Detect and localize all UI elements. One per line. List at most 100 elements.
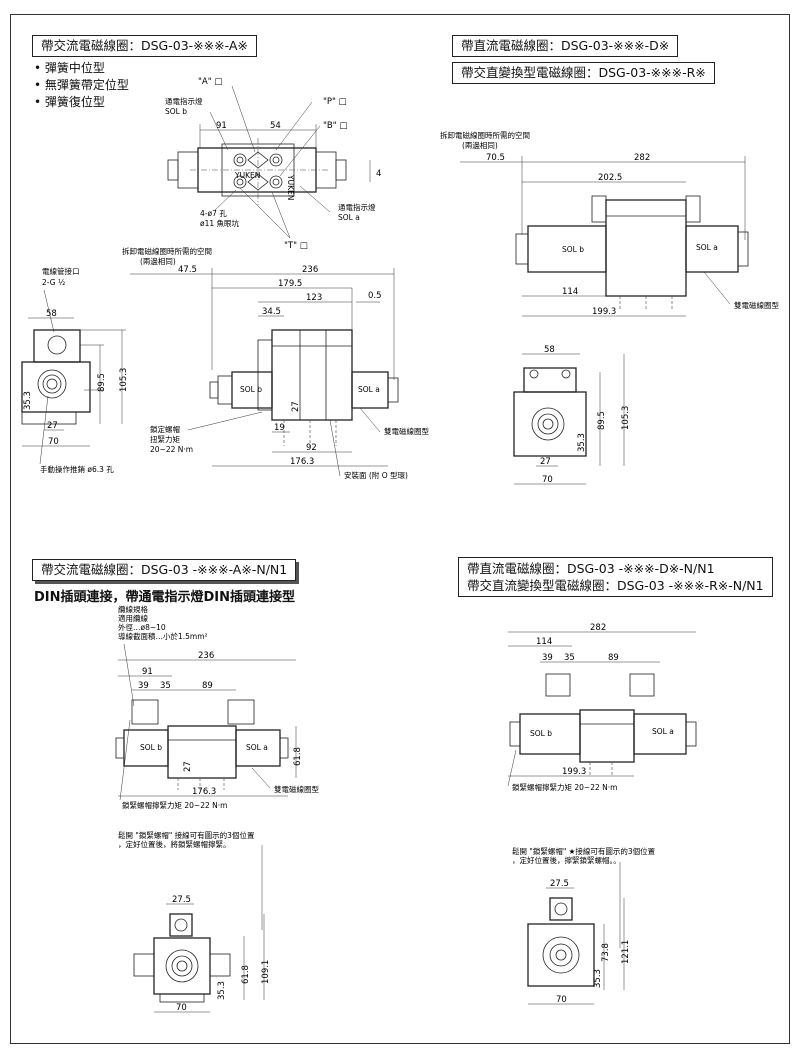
dim-34-5: 34.5 bbox=[262, 307, 281, 317]
dim-121-1: 121.1 bbox=[621, 940, 631, 964]
sol-a-label: SOL a bbox=[246, 743, 268, 752]
dim-89: 89 bbox=[608, 653, 619, 663]
header-acdc: 帶交直變換型電磁線圈：DSG-03-※※※-R※ bbox=[452, 62, 715, 84]
dc-front-view: 58 89.5 105.3 35.3 27 70 bbox=[513, 345, 631, 485]
dim-105-3: 105.3 bbox=[119, 368, 129, 392]
hole-label: 4-ø7 孔 bbox=[200, 209, 227, 218]
port-b-label: "B" □ bbox=[323, 121, 347, 131]
list-item: 彈簧中位型 bbox=[34, 60, 129, 77]
indicator-a-label: 通電指示燈 bbox=[338, 202, 376, 212]
dim-0-5: 0.5 bbox=[368, 291, 382, 301]
dim-27: 27 bbox=[183, 761, 193, 772]
coil-space-note: (兩邊相同) bbox=[140, 256, 176, 266]
spotface-label: ø11 魚眼坑 bbox=[200, 218, 240, 228]
cable-spec-label: 導線截面積…小於1.5mm² bbox=[118, 631, 208, 641]
port-t-label: "T" □ bbox=[284, 241, 308, 251]
dim-39: 39 bbox=[542, 653, 553, 663]
coil-space-label: 拆卸電磁線圈時所需的空間 bbox=[122, 246, 212, 256]
dim-27: 27 bbox=[540, 457, 551, 467]
position-note: ，定好位置後，擰緊鎖緊螺帽。。 bbox=[512, 855, 621, 865]
ac-din-front-view: 鬆開 "鎖緊螺帽" 接線可有圖示的3個位置 ，定好位置後，將鎖緊螺帽擰緊。 27… bbox=[118, 830, 271, 1013]
dim-70: 70 bbox=[48, 437, 59, 447]
dim-27-side: 27 bbox=[291, 401, 301, 412]
dim-39: 39 bbox=[138, 681, 149, 691]
header-dc: 帶直流電磁線圈：DSG-03-※※※-D※ bbox=[452, 35, 679, 57]
ac-din-side-view: 纜線規格 適用纜線 外徑…ø8~10 導線截面積…小於1.5mm² 236 91… bbox=[115, 604, 319, 810]
sol-a-label: SOL a bbox=[652, 727, 674, 736]
header-dc-din-line2: 帶交直流變換型電磁線圈：DSG-03 -※※※-R※-N/N1 bbox=[467, 578, 764, 593]
list-item: 無彈簧帶定位型 bbox=[34, 77, 129, 94]
dim-35-3: 35.3 bbox=[577, 433, 587, 452]
drawing-sheet bbox=[10, 14, 790, 1044]
dim-58: 58 bbox=[544, 345, 555, 355]
indicator-b-label: 通電指示燈 bbox=[165, 96, 203, 106]
dim-179-5: 179.5 bbox=[278, 279, 302, 289]
dim-236: 236 bbox=[198, 651, 214, 661]
bolt-torque-value: 20~22 N·m bbox=[150, 445, 193, 454]
bolt-label: 鎖定螺帽 bbox=[150, 424, 180, 434]
position-note: 鬆開 "鎖緊螺帽" ★接線可有圖示的3個位置 bbox=[512, 846, 656, 856]
dim-58: 58 bbox=[46, 309, 57, 319]
list-item: 彈簧復位型 bbox=[34, 94, 129, 111]
dim-4: 4 bbox=[376, 169, 381, 179]
dim-89-5: 89.5 bbox=[597, 411, 607, 430]
dim-109-1: 109.1 bbox=[261, 960, 271, 984]
sol-b-label: SOL b bbox=[530, 729, 552, 738]
top-view-annotations: "A" □ "P" □ "B" □ "T" □ 通電指示燈 SOL b 通電指示… bbox=[165, 77, 381, 251]
dim-105-3: 105.3 bbox=[621, 406, 631, 430]
dim-91: 91 bbox=[142, 667, 153, 677]
coil-space-note: (兩邊相同) bbox=[462, 140, 498, 150]
port-p-label: "P" □ bbox=[323, 97, 347, 107]
manual-pin-label: 手動操作推銷 ø6.3 孔 bbox=[40, 464, 114, 474]
dim-35-3: 35.3 bbox=[593, 969, 603, 988]
sol-b-label: SOL b bbox=[240, 385, 262, 394]
torque-label: 鎖緊螺帽擰緊力矩 20~22 N·m bbox=[512, 782, 617, 792]
double-coil-label: 雙電磁線圈型 bbox=[274, 784, 319, 794]
ac-front-view: 電線管接口 2-G ½ 58 89.5 105.3 35.3 27 70 手動操… bbox=[21, 266, 129, 474]
dim-89: 89 bbox=[202, 681, 213, 691]
header-ac: 帶交流電磁線圈：DSG-03-※※※-A※ bbox=[32, 35, 257, 57]
dim-282: 282 bbox=[634, 153, 650, 163]
sol-b-label: SOL b bbox=[140, 743, 162, 752]
dim-282: 282 bbox=[590, 623, 606, 633]
dim-89-5: 89.5 bbox=[97, 373, 107, 392]
ac-side-view: 拆卸電磁線圈時所需的空間 (兩邊相同) 47.5 236 179.5 123 0… bbox=[122, 246, 429, 480]
dim-70: 70 bbox=[542, 475, 553, 485]
dim-91: 91 bbox=[216, 121, 227, 131]
dim-35: 35 bbox=[564, 653, 575, 663]
sol-b-label: SOL b bbox=[562, 245, 584, 254]
dim-35-3: 35.3 bbox=[217, 981, 227, 1000]
dim-35-3: 35.3 bbox=[23, 391, 33, 410]
dc-din-side-view: 282 114 39 35 89 SOL b SOL a 199.3 鎖緊螺帽擰… bbox=[507, 623, 697, 792]
dim-114: 114 bbox=[536, 637, 552, 647]
mount-face-label: 安裝面 (附 O 型環) bbox=[344, 470, 408, 480]
dim-35: 35 bbox=[160, 681, 171, 691]
dim-236: 236 bbox=[302, 265, 318, 275]
dim-199-3: 199.3 bbox=[592, 307, 616, 317]
dim-70: 70 bbox=[556, 995, 567, 1005]
dim-27-5: 27.5 bbox=[550, 879, 569, 889]
dim-70: 70 bbox=[176, 1003, 187, 1013]
header-ac-din: 帶交流電磁線圈：DSG-03 -※※※-A※-N/N1 bbox=[32, 559, 297, 581]
double-coil-label: 雙電磁線圈型 bbox=[384, 426, 429, 436]
dc-side-view: 拆卸電磁線圈時所需的空間 (兩邊相同) 70.5 282 202.5 SOL b… bbox=[440, 130, 779, 317]
position-note: ，定好位置後，將鎖緊螺帽擰緊。 bbox=[118, 839, 231, 849]
port-a-label: "A" □ bbox=[198, 77, 222, 87]
dim-61-8: 61.8 bbox=[241, 965, 251, 984]
dim-19: 19 bbox=[274, 423, 285, 433]
cable-spec-label: 適用纜線 bbox=[118, 613, 148, 623]
header-dc-din-line1: 帶直流電磁線圈：DSG-03 -※※※-D※-N/N1 bbox=[467, 561, 715, 576]
double-coil-label: 雙電磁線圈型 bbox=[734, 300, 779, 310]
dim-114: 114 bbox=[562, 287, 578, 297]
dim-61-8: 61.8 bbox=[293, 747, 303, 766]
dim-92: 92 bbox=[306, 443, 317, 453]
dim-27-5: 27.5 bbox=[172, 895, 191, 905]
dim-176-3: 176.3 bbox=[290, 457, 314, 467]
cable-spec-label: 纜線規格 bbox=[118, 604, 148, 614]
conduit-label: 電線管接口 bbox=[42, 266, 80, 276]
dim-47-5: 47.5 bbox=[178, 265, 197, 275]
brand-label: YUKEN bbox=[234, 171, 260, 180]
dim-73-8: 73.8 bbox=[601, 943, 611, 962]
cable-spec-label: 外徑…ø8~10 bbox=[118, 622, 166, 632]
